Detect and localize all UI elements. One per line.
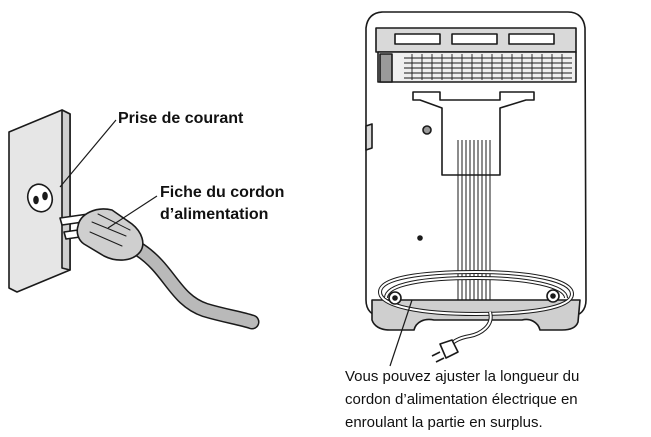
plug-label-line1: Fiche du cordon — [160, 184, 285, 201]
wall-outlet-illustration — [8, 109, 71, 293]
outlet-leader-line — [59, 119, 117, 188]
socket-face — [26, 183, 54, 213]
caption-line-1: Vous pouvez ajuster la longueur du — [345, 368, 580, 385]
plug-leader-line — [107, 195, 158, 229]
intake-grille — [377, 51, 577, 83]
power-cord-illustration — [59, 208, 260, 330]
caption-line-2: cordon d’alimentation électrique en — [345, 391, 578, 408]
plug-body — [76, 208, 144, 261]
top-vent-3 — [508, 33, 555, 45]
plug-label-line2: d’alimentation — [160, 206, 269, 223]
device-illustration — [365, 11, 587, 363]
top-vent-1 — [394, 33, 441, 45]
dangling-plug — [439, 339, 459, 359]
top-vent-2 — [451, 33, 498, 45]
outlet-label: Prise de courant — [118, 110, 244, 127]
caption-line-3: enroulant la partie en surplus. — [345, 414, 543, 431]
cord-leader-line — [389, 299, 413, 367]
rear-bracket — [412, 91, 535, 176]
